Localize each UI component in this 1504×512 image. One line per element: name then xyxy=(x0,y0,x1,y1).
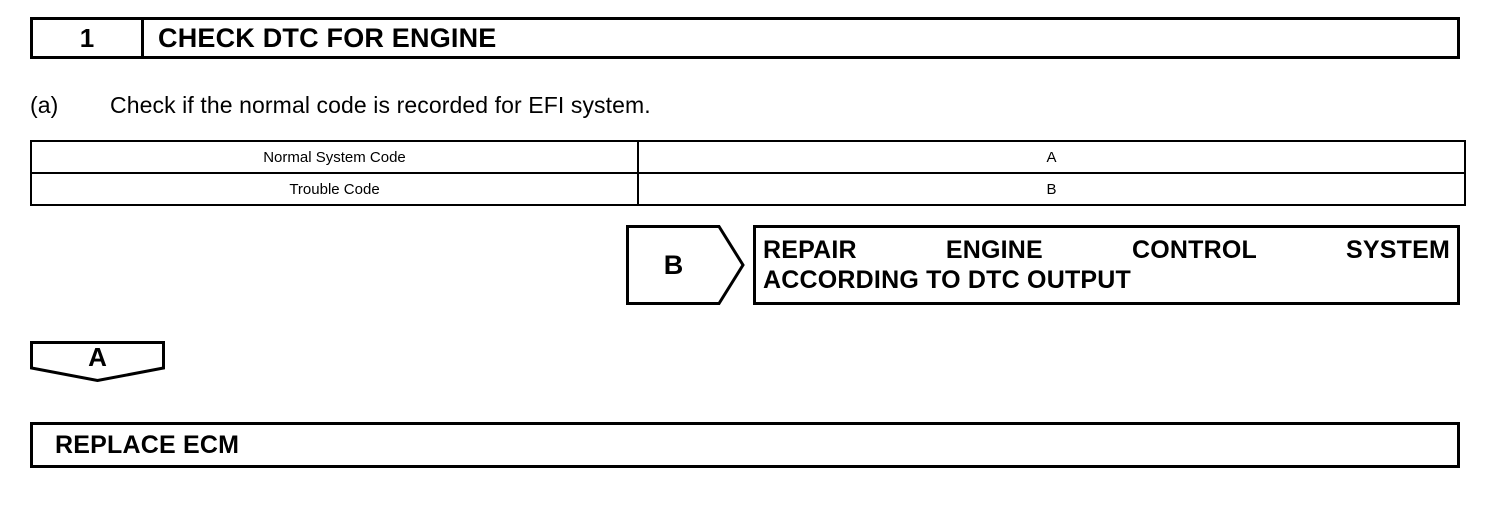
table-row: Trouble Code B xyxy=(30,172,1466,206)
branch-tag-letter: B xyxy=(663,249,684,280)
right-pentagon-arrow-icon xyxy=(626,225,745,305)
table-cell-condition: Normal System Code xyxy=(30,140,639,174)
action-word: CONTROL xyxy=(1131,236,1257,264)
action-word: ENGINE xyxy=(945,236,1043,264)
step-header-bar: 1 CHECK DTC FOR ENGINE xyxy=(30,17,1460,59)
outcome-box-replace-ecm: REPLACE ECM xyxy=(30,422,1460,468)
instruction-marker: (a) xyxy=(30,92,59,118)
action-word: SYSTEM xyxy=(1345,236,1450,264)
table-row: Normal System Code A xyxy=(30,140,1466,174)
branch-tag-b: B xyxy=(626,225,745,305)
action-line-1: REPAIR ENGINE CONTROL SYSTEM xyxy=(763,235,1450,265)
branch-row-b: B REPAIR ENGINE CONTROL SYSTEM ACCORDING… xyxy=(626,225,1460,305)
step-number: 1 xyxy=(33,20,144,56)
table-cell-result: A xyxy=(637,140,1466,174)
result-table-body: Normal System Code A Trouble Code B xyxy=(30,140,1466,206)
step-title: CHECK DTC FOR ENGINE xyxy=(158,22,497,53)
result-table: Normal System Code A Trouble Code B xyxy=(30,140,1466,206)
table-cell-result: B xyxy=(637,172,1466,206)
instruction-text: Check if the normal code is recorded for… xyxy=(110,92,651,118)
instruction-row: (a) Check if the normal code is recorded… xyxy=(30,92,651,119)
action-line-2: ACCORDING TO DTC OUTPUT xyxy=(763,266,1132,294)
continuation-tag-a: A xyxy=(30,341,165,382)
table-cell-condition: Trouble Code xyxy=(30,172,639,206)
continuation-tag-letter: A xyxy=(88,342,107,372)
action-box-repair: REPAIR ENGINE CONTROL SYSTEM ACCORDING T… xyxy=(753,225,1460,305)
down-pentagon-tag-icon xyxy=(30,341,165,382)
action-word: REPAIR xyxy=(763,236,857,264)
